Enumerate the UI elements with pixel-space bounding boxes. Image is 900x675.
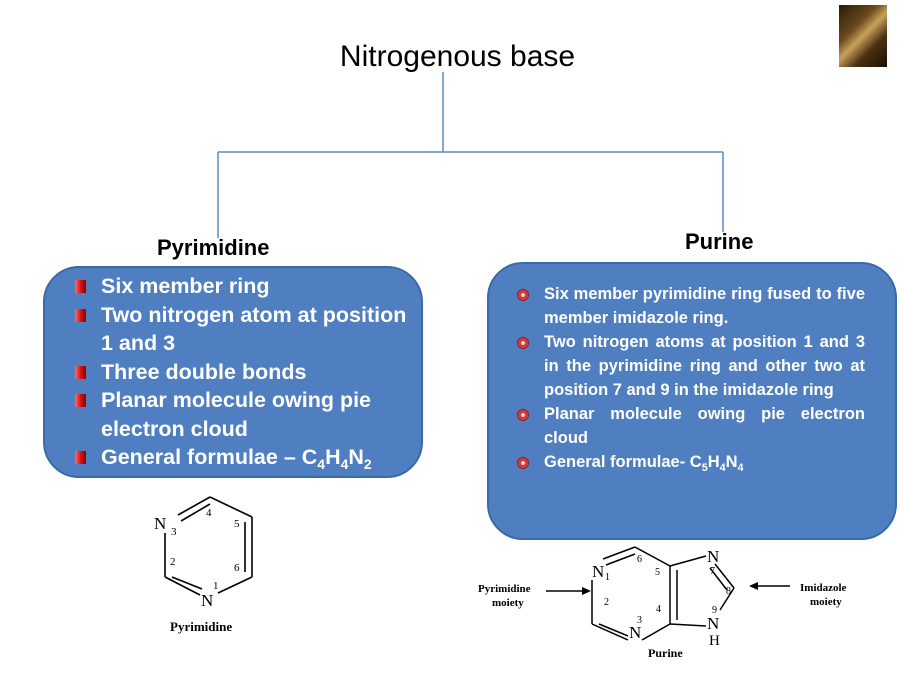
atom-num-1: 1 [213,580,219,592]
atom-n1: N [592,562,604,581]
formula-item: General formulae- C5H4N4 [517,450,865,474]
atom-num-3: 3 [637,615,642,626]
list-item: Six member pyrimidine ring fused to five… [517,282,865,330]
flower-bullet-icon [517,409,529,421]
purine-info-box: Six member pyrimidine ring fused to five… [487,262,897,540]
flower-bullet-icon [517,337,529,349]
atom-num-2: 2 [170,556,176,568]
purine-formula: General formulae- C5H4N4 [544,453,744,474]
bullet-icon [75,308,86,322]
pyrimidine-points: Six member ring Two nitrogen atom at pos… [75,272,415,472]
bullet-icon [75,451,86,464]
corner-photo [839,5,887,67]
bullet-icon [75,365,86,379]
list-item: Three double bonds [75,358,415,387]
purine-caption: Purine [648,646,683,660]
atom-num-5: 5 [655,567,660,578]
atom-num-8: 8 [726,586,731,597]
purine-points: Six member pyrimidine ring fused to five… [517,282,865,474]
atom-num-9: 9 [712,605,717,616]
pyrimidine-info-box: Six member ring Two nitrogen atom at pos… [43,266,423,478]
imidazole-moiety-label-2: moiety [810,596,842,608]
purine-structure: N 1 6 5 2 3 N 4 N 7 8 9 N H Pyrimidine m… [478,546,847,660]
pyrimidine-caption: Pyrimidine [170,619,232,634]
atom-h9: H [709,633,720,649]
atom-num-5: 5 [234,518,240,530]
atom-n3: N [629,623,641,642]
atom-n7: N [707,547,719,566]
atom-num-2: 2 [604,597,609,608]
bullet-icon [75,280,86,293]
pyrimidine-structure: N 3 4 5 2 6 1 N Pyrimidine [154,496,253,634]
list-item: Two nitrogen atoms at position 1 and 3 i… [517,330,865,402]
list-item: Planar molecule owing pie electron cloud [75,386,415,443]
bullet-icon [75,394,86,407]
pyrimidine-heading: Pyrimidine [157,235,270,260]
atom-num-7: 7 [710,566,715,577]
pyrimidine-moiety-label-2: moiety [492,597,524,609]
atom-num-3: 3 [171,526,177,538]
list-item: Six member ring [75,272,415,301]
atom-n9: N [707,614,719,633]
purine-heading: Purine [685,229,754,254]
flower-bullet-icon [517,289,529,301]
atom-num-6: 6 [234,562,240,574]
pyrimidine-formula: General formulae – C4H4N2 [101,445,372,472]
flower-bullet-icon [517,457,529,469]
list-item: Planar molecule owing pie electron cloud [517,402,865,450]
atom-num-4: 4 [656,604,661,615]
atom-n3: N [154,514,166,533]
atom-n1: N [201,591,213,610]
page-title: Nitrogenous base [339,40,576,73]
imidazole-moiety-label: Imidazole [800,582,847,594]
list-item: Two nitrogen atom at position 1 and 3 [75,301,415,358]
pyrimidine-moiety-label: Pyrimidine [478,583,531,595]
atom-num-4: 4 [206,507,212,519]
atom-num-6: 6 [637,554,642,565]
atom-num-1: 1 [605,572,610,583]
formula-item: General formulae – C4H4N2 [75,443,415,472]
